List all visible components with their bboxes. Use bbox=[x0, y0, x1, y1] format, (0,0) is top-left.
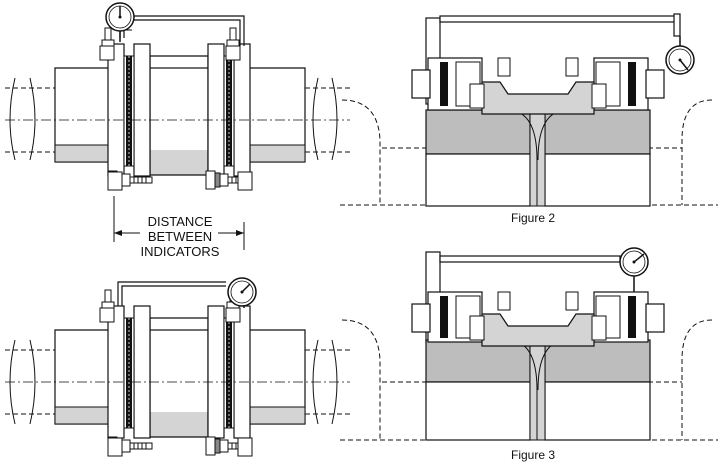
distance-label-line2: BETWEEN bbox=[148, 229, 212, 244]
figure-3-caption: Figure 3 bbox=[511, 448, 555, 462]
figure-2-caption: Figure 2 bbox=[511, 211, 555, 225]
dial-indicator-icon bbox=[227, 277, 257, 307]
distance-label-line1: DISTANCE bbox=[148, 214, 213, 229]
dial-indicator-icon bbox=[665, 45, 695, 75]
distance-annotation: DISTANCE BETWEEN INDICATORS bbox=[113, 196, 245, 259]
dial-indicator-icon bbox=[619, 247, 649, 277]
figure-2: Figure 2 bbox=[340, 13, 718, 225]
left-bottom-coupling bbox=[5, 277, 350, 457]
distance-label-line3: INDICATORS bbox=[141, 244, 220, 259]
figure-3: Figure 3 bbox=[340, 247, 718, 462]
dial-indicator-icon bbox=[105, 2, 135, 42]
left-top-coupling bbox=[5, 2, 350, 191]
